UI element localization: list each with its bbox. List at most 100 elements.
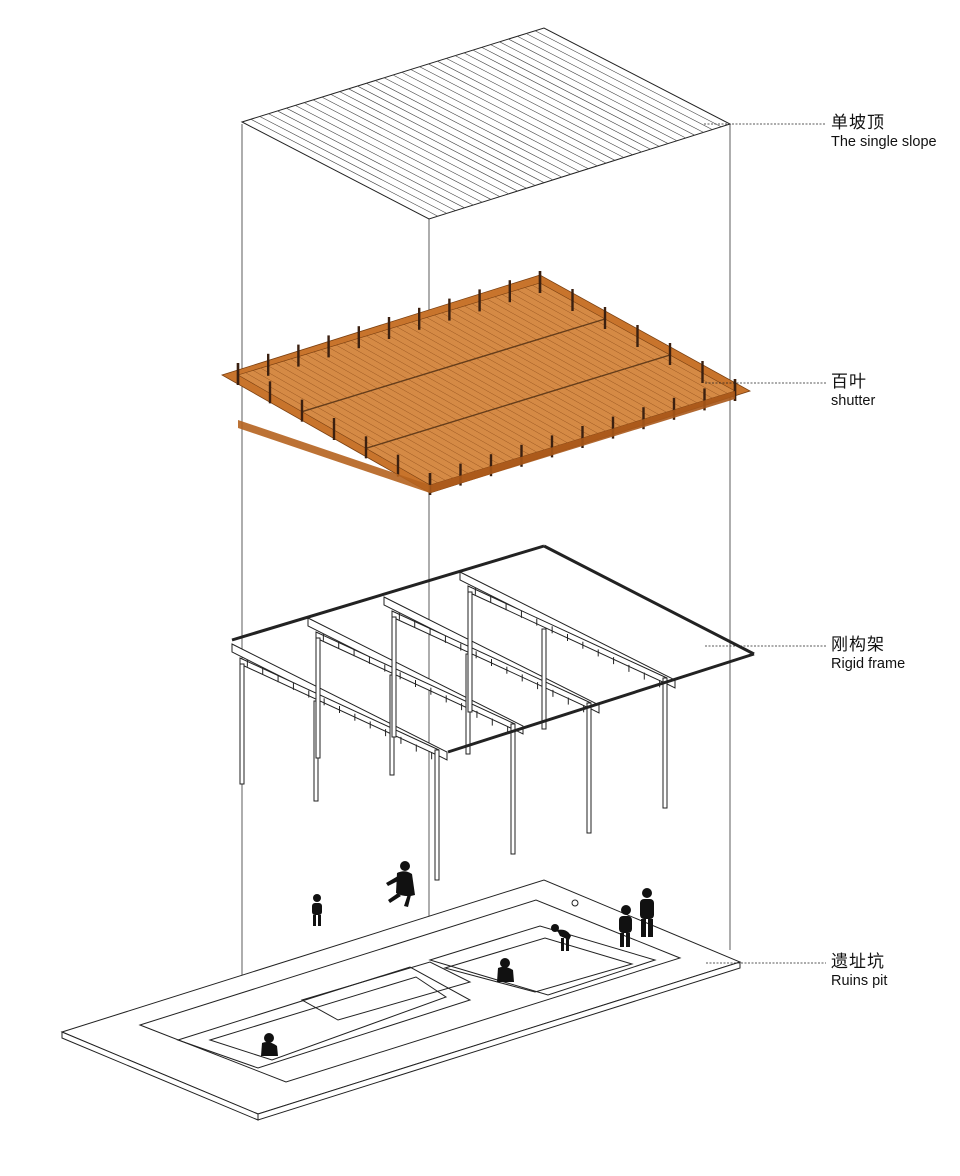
frame-column — [391, 616, 397, 738]
shutter-slat — [351, 340, 545, 450]
roof-rib — [312, 99, 500, 197]
shutter-layer — [221, 271, 752, 495]
figure-child-left — [312, 894, 322, 926]
shutter-slat — [524, 287, 720, 396]
shutter-slat — [388, 328, 583, 439]
roof-rib — [437, 60, 624, 158]
shutter-slat — [358, 337, 553, 448]
human-figures — [261, 861, 654, 1056]
rigid-frame-layer — [231, 544, 755, 881]
frame-column — [662, 677, 668, 809]
frame-label: 刚构架 Rigid frame — [831, 635, 906, 672]
shutter-slat — [494, 296, 690, 406]
roof-rib — [517, 36, 704, 133]
shutter-beam — [301, 318, 606, 413]
roof-rib — [410, 69, 598, 167]
shutter-slat — [305, 354, 499, 465]
shutter-slat — [532, 285, 728, 394]
shutter-slat — [426, 317, 621, 427]
shutter-slat — [517, 289, 713, 399]
frame-column — [315, 637, 321, 759]
roof-rib — [321, 96, 509, 195]
roof-rib — [304, 102, 492, 200]
shutter-slat — [502, 294, 697, 403]
figure-adult-2 — [619, 905, 632, 947]
frame-column — [586, 702, 592, 834]
shutter-slat — [366, 335, 560, 446]
shutter-slat — [343, 342, 537, 453]
shutter-slat — [441, 312, 636, 422]
shutter-slat — [449, 310, 644, 420]
frame-column — [434, 749, 440, 881]
shutter-slat — [434, 314, 629, 425]
roof-rib — [463, 52, 651, 150]
figure-crouching-1 — [497, 958, 514, 982]
figure-bending — [551, 924, 571, 951]
roof-rib — [455, 55, 642, 153]
shutter-beam — [365, 354, 671, 450]
shutter-slat — [419, 319, 614, 429]
roof-rib — [268, 113, 456, 211]
frame-column — [239, 663, 245, 785]
frame-label-en: Rigid frame — [831, 655, 906, 672]
roof-rib — [428, 63, 616, 161]
shutter-slat — [381, 331, 575, 441]
shutter-slat — [456, 308, 652, 418]
shutter-slat — [479, 301, 675, 411]
roof-rib — [357, 85, 545, 183]
frame-purlin — [447, 652, 755, 754]
roof-rib — [401, 71, 589, 169]
frame-column — [467, 591, 473, 713]
roof-rib — [348, 88, 536, 186]
shutter-slat — [298, 356, 492, 467]
shutter-slat — [403, 324, 598, 434]
shutter-slat — [411, 321, 606, 432]
roof-rib — [250, 118, 438, 217]
frame-column — [541, 628, 547, 730]
frame-purlin — [231, 544, 545, 642]
roof-rib — [339, 91, 527, 189]
roof-rib — [259, 116, 447, 214]
roof-rib — [481, 47, 669, 144]
roof-rib — [295, 105, 483, 203]
frame-column — [510, 723, 516, 855]
leader-lines — [704, 123, 826, 964]
shutter-label: 百叶 shutter — [831, 372, 875, 409]
roof-rib — [392, 74, 580, 172]
shutter-slat — [283, 360, 476, 472]
shutter-slat — [252, 370, 446, 481]
shutter-slat — [328, 347, 522, 458]
shutter-slat — [471, 303, 667, 413]
roof-rib — [366, 83, 554, 181]
roof-rib — [490, 44, 678, 142]
shutter-label-zh: 百叶 — [831, 372, 867, 392]
shutter-slat — [487, 298, 682, 408]
roof-label: 单坡顶 The single slope — [831, 113, 937, 150]
rigid-frame — [459, 571, 676, 809]
frame-purlin — [543, 544, 755, 656]
shutter-slat — [245, 372, 438, 483]
shutter-slat — [373, 333, 568, 443]
pit-label: 遗址坑 Ruins pit — [831, 952, 887, 989]
roof-label-en: The single slope — [831, 133, 937, 150]
roof-rib — [419, 66, 607, 164]
roof-rib — [286, 107, 474, 206]
roof-rib — [375, 80, 562, 178]
roof-layer — [240, 27, 732, 220]
roof-rib — [526, 33, 713, 130]
roof-rib — [472, 49, 660, 147]
roof-rib — [383, 77, 571, 175]
shutter-slat — [268, 365, 461, 476]
shutter-slat — [509, 291, 705, 401]
figure-crouching-2 — [261, 1033, 278, 1056]
pit-label-zh: 遗址坑 — [831, 952, 885, 972]
roof-rib — [277, 110, 465, 209]
ruins-pit-layer — [60, 879, 742, 1121]
shutter-slat — [336, 344, 530, 455]
shutter-slat — [290, 358, 484, 469]
shutter-slat — [464, 305, 659, 415]
frame-label-zh: 刚构架 — [831, 635, 885, 655]
roof-rib — [446, 58, 633, 156]
figure-adult-1 — [640, 888, 654, 937]
